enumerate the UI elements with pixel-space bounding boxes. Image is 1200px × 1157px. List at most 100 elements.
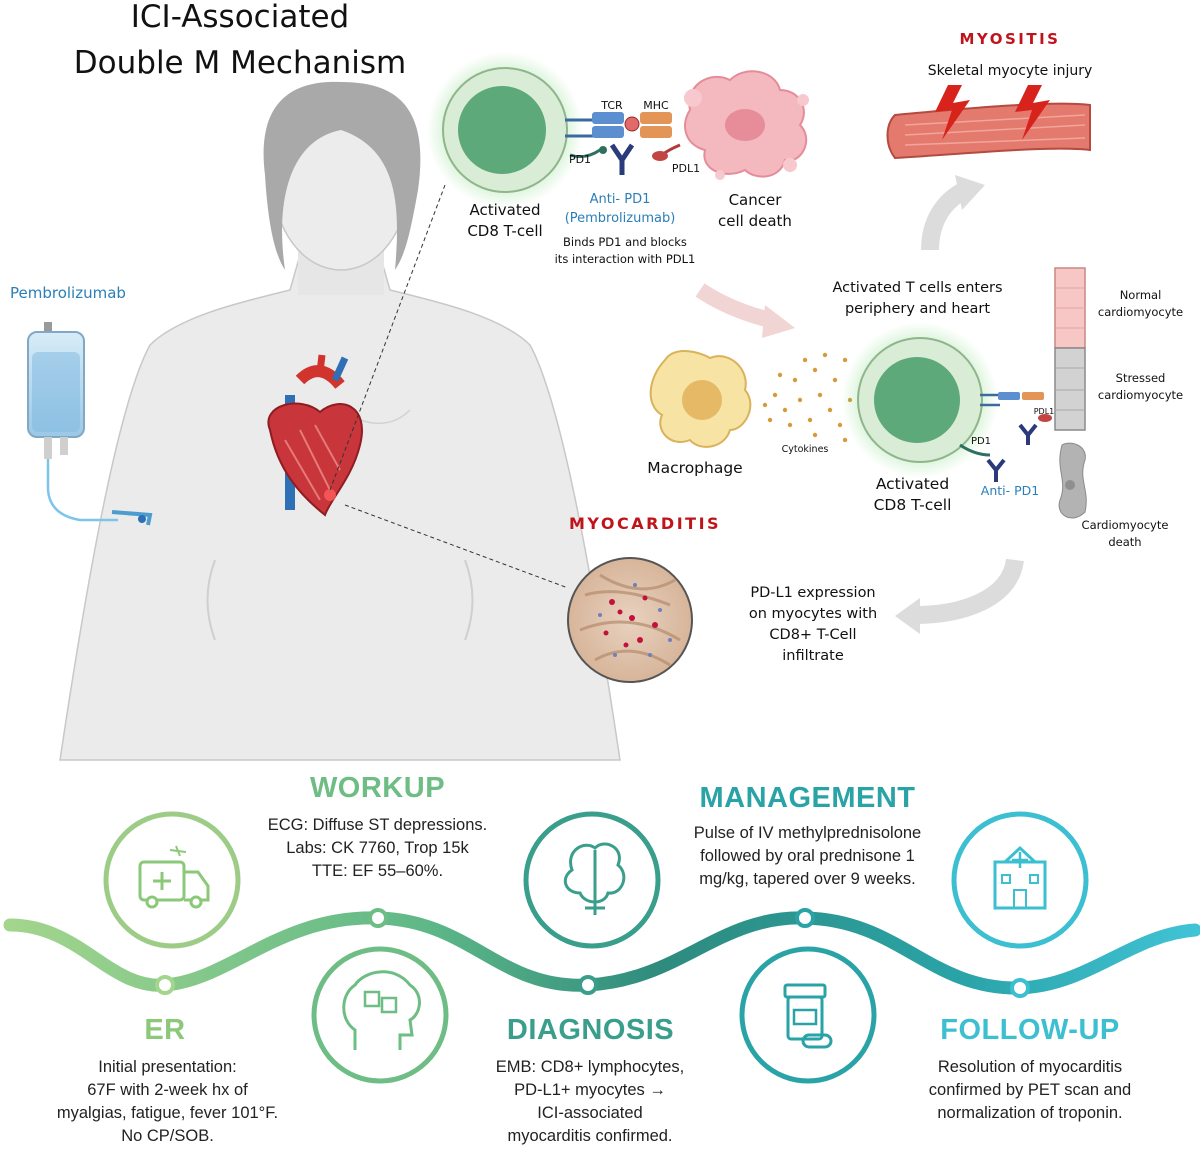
arrow-to-myositis: [921, 181, 970, 251]
top-tcell-label-line-1: Activated: [469, 201, 541, 219]
cancer-line-2: cell death: [718, 212, 792, 230]
cardiomyocyte-death-label: Cardiomyocyte death: [1070, 517, 1180, 551]
diagnosis-line-4: myocarditis confirmed.: [507, 1127, 673, 1145]
cancer-cell-illustration: [684, 70, 809, 180]
macrophage-illustration: [649, 350, 752, 448]
myositis-heading: MYOSITIS: [959, 30, 1061, 48]
stage-followup-title: FOLLOW-UP: [940, 1014, 1120, 1046]
stage-er-title: ER: [144, 1014, 186, 1046]
pdl1-label-top: PDL1: [671, 162, 701, 175]
ambulance-icon: [103, 811, 241, 949]
top-tcell-label-line-2: CD8 T-cell: [467, 222, 543, 240]
mid-tcell-line-2: CD8 T-cell: [873, 496, 952, 514]
page-title-line-2: Double M Mechanism: [73, 45, 407, 81]
workup-line-2: Labs: CK 7760, Trop 15k: [286, 839, 469, 857]
followup-line-1: Resolution of myocarditis: [937, 1058, 1123, 1076]
diagnosis-line-1: EMB: CD8+ lymphocytes,: [495, 1058, 685, 1076]
er-line-3: myalgias, fatigue, fever 101°F.: [56, 1104, 279, 1122]
workup-line-1: ECG: Diffuse ST depressions.: [267, 816, 488, 834]
anti-desc-line-1: Binds PD1 and blocks: [563, 235, 687, 249]
zoom-line-top: [329, 184, 446, 491]
skeletal-muscle-illustration: [886, 85, 1091, 160]
followup-line-3: normalization of troponin.: [937, 1104, 1123, 1122]
cancer-cell-death-label: Cancer cell death: [700, 190, 810, 232]
anti-pd1-label-mid: Anti- PD1: [980, 483, 1040, 498]
cardiomyocyte-column: [1054, 267, 1087, 519]
cytokines-label: Cytokines: [781, 444, 829, 455]
cancer-line-1: Cancer: [728, 191, 782, 209]
stage-er-body: Initial presentation: 67F with 2-week hx…: [15, 1056, 320, 1148]
er-line-2: 67F with 2-week hx of: [87, 1081, 248, 1099]
workup-line-3: TTE: EF 55–60%.: [311, 862, 444, 880]
stage-workup-title: WORKUP: [309, 772, 446, 804]
anti-desc-line-2: its interaction with PDL1: [554, 252, 696, 266]
normal-cardiomyocyte-label: Normal cardiomyocyte: [1083, 287, 1198, 321]
stressed-line-1: Stressed: [1115, 371, 1166, 385]
management-line-2: followed by oral prednisone 1: [700, 847, 915, 865]
stage-followup-body: Resolution of myocarditis confirmed by P…: [895, 1056, 1165, 1125]
arrow-to-periphery: [695, 283, 772, 328]
pd1-label-top: PD1: [568, 153, 592, 166]
death-line-1: Cardiomyocyte: [1081, 518, 1169, 532]
stage-diagnosis-title: DIAGNOSIS: [506, 1014, 675, 1046]
hospital-icon: [951, 811, 1089, 949]
drug-label: Pembrolizumab: [10, 284, 126, 302]
pd1-label-mid: PD1: [970, 436, 992, 447]
anti-pd1-description: Binds PD1 and blocks its interaction wit…: [540, 234, 710, 268]
mid-tcell: [842, 322, 1052, 482]
anti-pd1-line-1: Anti- PD1: [589, 192, 651, 207]
stage-workup-body: ECG: Diffuse ST depressions. Labs: CK 77…: [240, 814, 515, 883]
myocarditis-text: PD-L1 expression on myocytes with CD8+ T…: [728, 583, 898, 667]
arrow-head-myocarditis: [895, 598, 920, 634]
brain-icon: [523, 811, 661, 949]
normal-line-1: Normal: [1119, 288, 1162, 302]
management-line-3: mg/kg, tapered over 9 weeks.: [699, 870, 916, 888]
myocarditis-line-4: infiltrate: [782, 648, 844, 664]
periphery-line-2: periphery and heart: [844, 301, 991, 317]
anti-pd1-line-2: (Pembrolizumab): [564, 211, 676, 226]
arrow-head-myositis: [955, 175, 985, 210]
stressed-line-2: cardiomyocyte: [1097, 388, 1184, 402]
stressed-cardiomyocyte-label: Stressed cardiomyocyte: [1083, 370, 1198, 404]
myocarditis-line-3: CD8+ T-Cell: [769, 627, 857, 643]
zoom-line-bottom: [344, 504, 569, 589]
page-title: ICI-Associated Double M Mechanism: [60, 0, 420, 86]
followup-line-2: confirmed by PET scan and: [928, 1081, 1132, 1099]
top-tcell-label: Activated CD8 T-cell: [440, 200, 570, 242]
mid-tcell-line-1: Activated: [875, 475, 950, 493]
mhc-label: MHC: [643, 99, 669, 112]
death-line-2: death: [1108, 535, 1142, 549]
diagnosis-line-3: ICI-associated: [537, 1104, 643, 1122]
mid-tcell-label: Activated CD8 T-cell: [850, 474, 975, 516]
normal-line-2: cardiomyocyte: [1097, 305, 1184, 319]
page-title-line-1: ICI-Associated: [130, 0, 350, 35]
timeline-nodes: [155, 908, 1030, 998]
patient-body: [59, 81, 621, 761]
stage-diagnosis-body: EMB: CD8+ lymphocytes, PD-L1+ myocytes →…: [465, 1056, 715, 1148]
pdl1-label-mid: PDL1: [1033, 407, 1055, 416]
diagnosis-line-2: PD-L1+ myocytes →: [514, 1081, 666, 1099]
myocarditis-line-2: on myocytes with: [748, 606, 878, 622]
stage-management-body: Pulse of IV methylprednisolone followed …: [660, 822, 955, 891]
histology-circle: [567, 557, 693, 683]
myocarditis-line-1: PD-L1 expression: [750, 585, 876, 601]
management-line-1: Pulse of IV methylprednisolone: [693, 824, 922, 842]
periphery-text: Activated T cells enters periphery and h…: [810, 278, 1025, 320]
heart-illustration: [267, 354, 363, 517]
er-line-1: Initial presentation:: [98, 1058, 237, 1076]
stage-management-title: MANAGEMENT: [699, 782, 916, 814]
top-tcell: [427, 52, 681, 208]
brain-puzzle-icon: [311, 946, 449, 1084]
arrow-head-periphery: [762, 305, 795, 338]
iv-bag-illustration: [27, 322, 153, 526]
myocarditis-heading: MYOCARDITIS: [568, 514, 722, 533]
pill-bottle-icon: [739, 946, 877, 1084]
tcr-label: TCR: [601, 99, 623, 112]
macrophage-label: Macrophage: [647, 459, 743, 477]
arrow-to-myocarditis: [914, 558, 1024, 624]
periphery-line-1: Activated T cells enters: [832, 280, 1003, 296]
myositis-subtitle: Skeletal myocyte injury: [927, 63, 1093, 79]
cytokine-particles: [762, 352, 853, 443]
er-line-4: No CP/SOB.: [121, 1127, 214, 1145]
